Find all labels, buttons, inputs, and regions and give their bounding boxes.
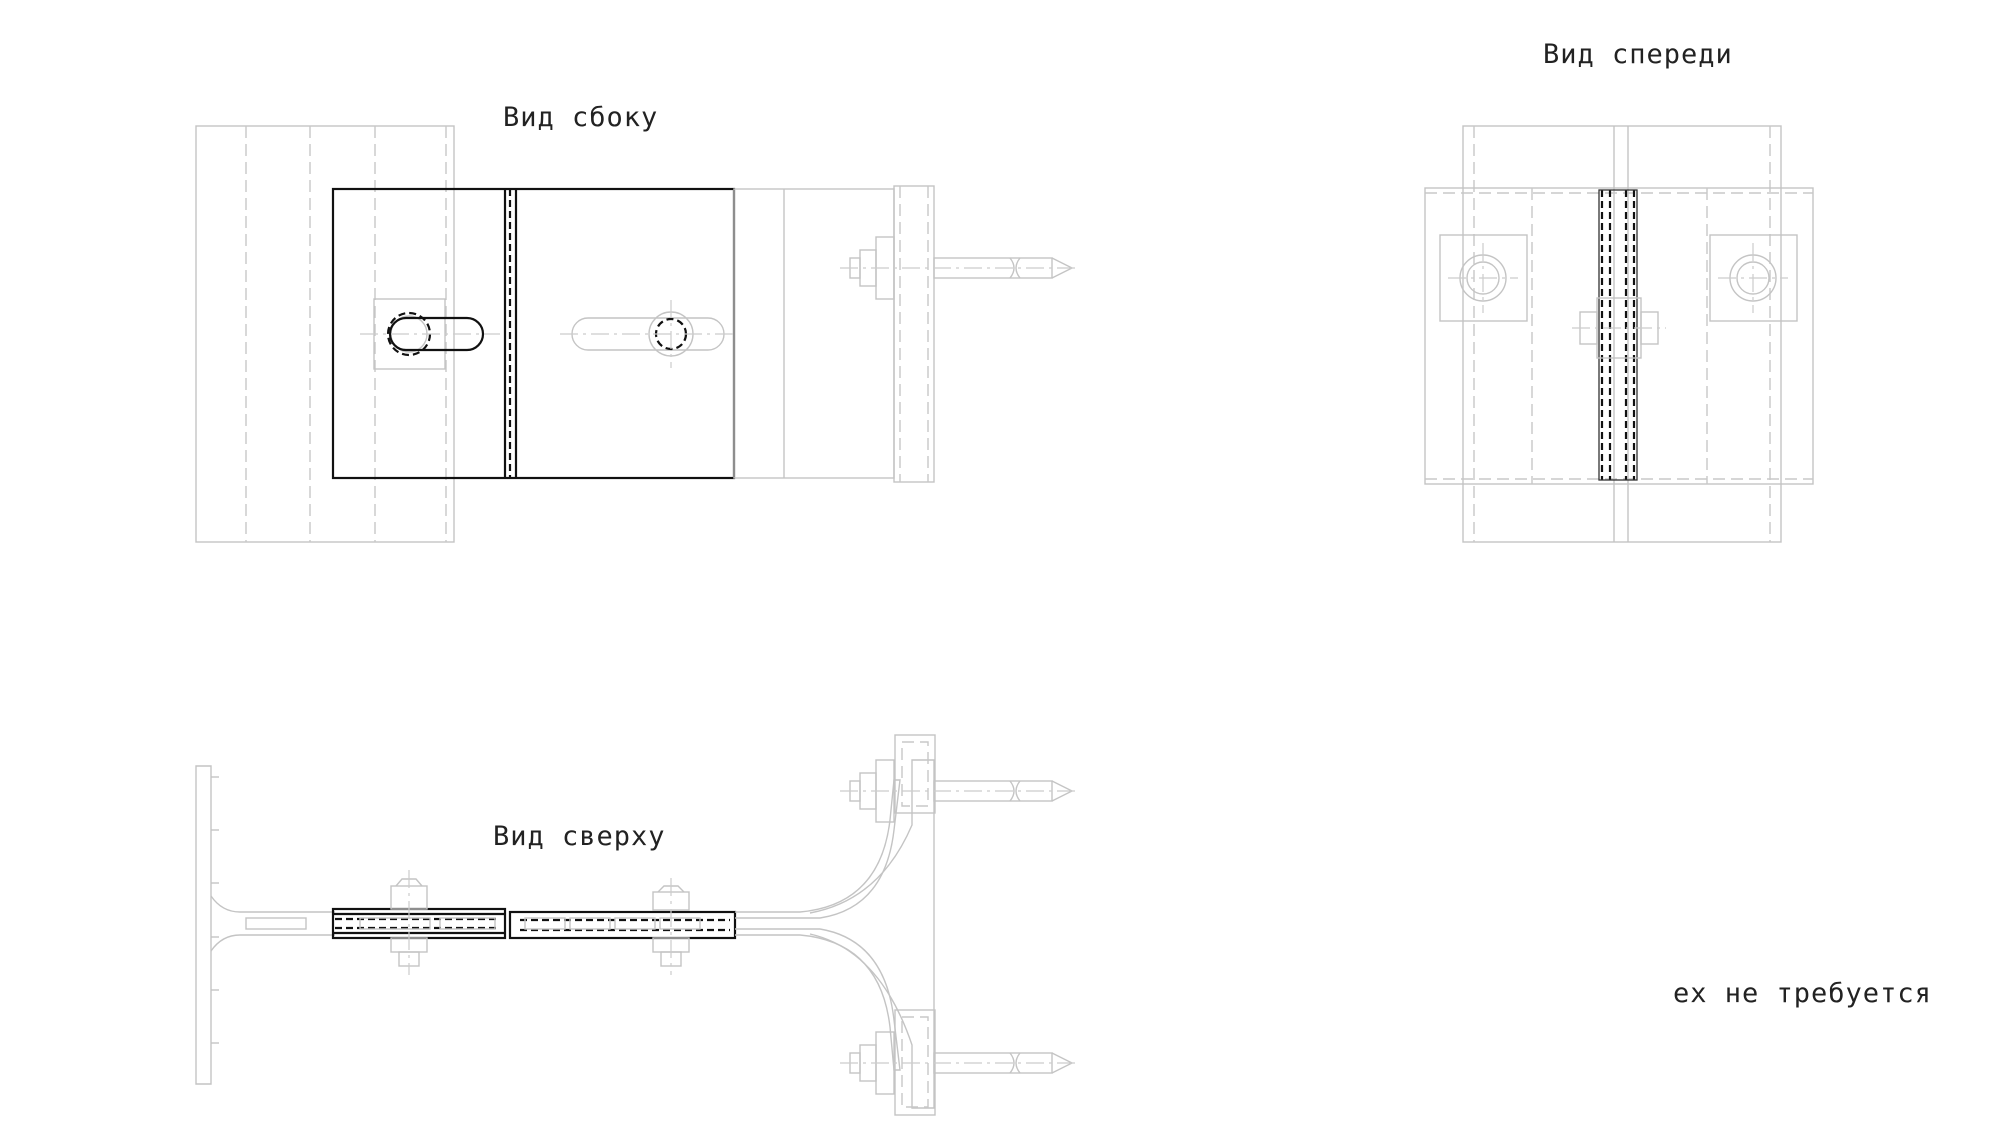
note-text: ех не требуется [1673, 978, 1932, 1009]
front-view: Вид спереди [1424, 39, 1814, 543]
top-bolt-left [390, 870, 428, 975]
top-fixed-bracket [735, 734, 936, 1116]
top-bolt-right [652, 878, 690, 975]
front-wall-profile [1462, 125, 1782, 543]
side-slot-right [560, 300, 735, 368]
front-bracket-flange [1424, 187, 1814, 485]
front-anchor-left [1439, 234, 1528, 322]
side-view: Вид сбоку [195, 102, 1080, 543]
front-anchor-right [1709, 234, 1798, 322]
top-anchor-lower [840, 1031, 1080, 1095]
front-center-plates [1572, 189, 1666, 481]
side-anchor-bracket [733, 185, 1080, 483]
top-sliding-bracket [331, 907, 737, 940]
side-view-title: Вид сбоку [503, 102, 658, 133]
top-wall-profile [195, 765, 335, 1085]
top-anchor-upper [840, 759, 1080, 823]
side-slot-left [360, 298, 500, 370]
top-view-title: Вид сверху [493, 821, 666, 852]
top-view: Вид сверху [195, 734, 1080, 1116]
front-view-title: Вид спереди [1543, 39, 1733, 70]
